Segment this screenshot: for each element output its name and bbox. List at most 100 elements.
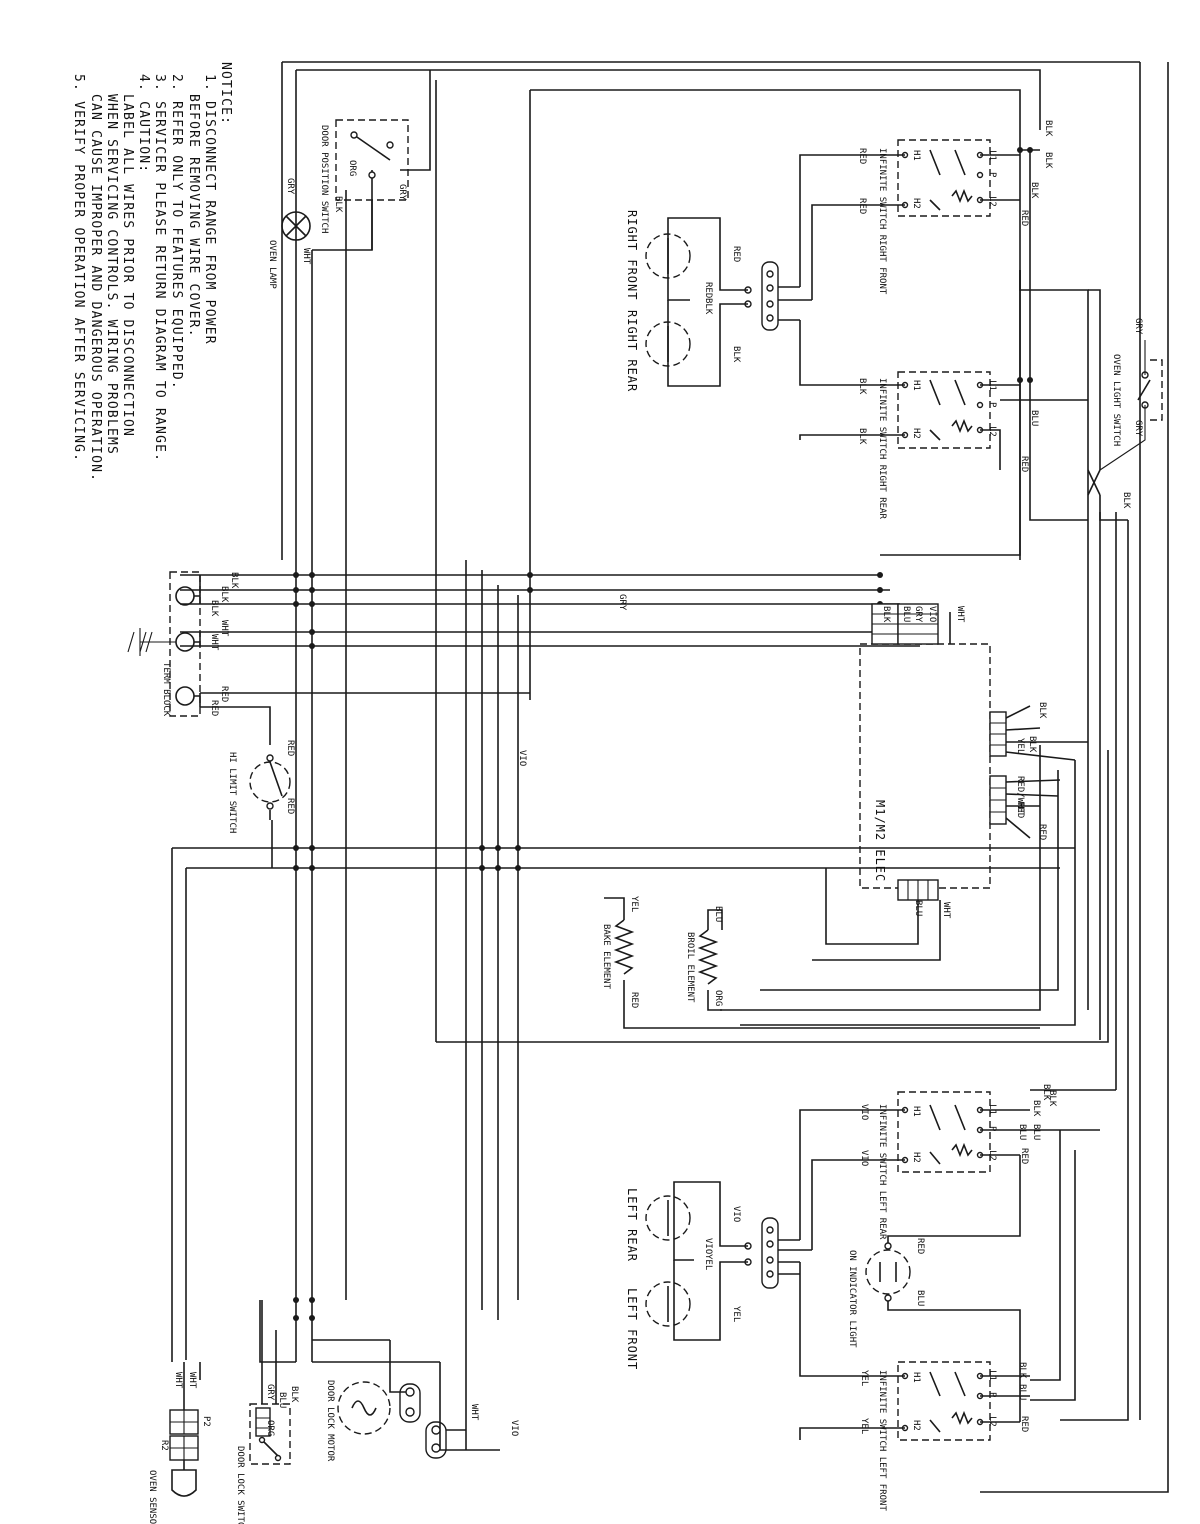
wire-label-red: RED	[209, 700, 219, 716]
right-rear-label: RIGHT REAR	[625, 310, 639, 392]
wire-label-gry: GRY	[265, 1384, 275, 1401]
wire-label-blk: BLK	[1043, 120, 1053, 137]
oven-sensor: P2 R2 OVEN SENSOR WHT WHT	[147, 1362, 211, 1524]
term-block: TERM BLOCK BLK BLK BLK WHT WHT RED RED	[127, 571, 239, 717]
wire-label-wht: WHT	[187, 1372, 197, 1389]
right-front-label: RIGHT FRONT	[625, 210, 639, 300]
wire-label-blk: BLK	[1047, 1090, 1057, 1107]
p2-label: P2	[201, 1416, 211, 1427]
infinite-switch-right-front: H1 H2 L1 L2 P INFINITE SWITCH RIGHT FRON…	[799, 120, 1053, 300]
door-lock-motor-label: DOOR LOCK MOTOR	[325, 1380, 335, 1462]
terminal-h1: H1	[911, 150, 921, 161]
wire-label-blu: BLU	[1031, 1124, 1041, 1140]
door-position-switch-label: DOOR POSITION SWITCH	[319, 125, 329, 233]
door-lock-motor: DOOR LOCK MOTOR WHT VIO	[325, 1340, 519, 1462]
terminal-h2: H2	[911, 198, 921, 209]
hi-limit-switch-label: HI LIMIT SWITCH	[227, 752, 237, 833]
notice-item: LABEL ALL WIRES PRIOR TO DISCONNECTION	[120, 94, 135, 437]
wire-label-org: ORG	[713, 990, 723, 1006]
wire-label-yel: YEL	[859, 1418, 869, 1434]
r2-label: R2	[159, 1440, 169, 1451]
wire-label-wht: WHT	[173, 1372, 183, 1389]
wire-label-blk: BLK	[1029, 182, 1039, 199]
wire-label-red: RED	[731, 246, 741, 262]
wire-label-blk: BLK	[1017, 1362, 1027, 1379]
terminal-h2: H2	[911, 428, 921, 439]
wire-label-blk: BLK	[1037, 702, 1047, 719]
bake-element-label: BAKE ELEMENT	[601, 924, 611, 990]
terminal-h1: H1	[911, 1106, 921, 1117]
wire-label-red: RED	[1015, 802, 1025, 818]
notice-item: CAN CAUSE IMPROPER AND DANGEROUS OPERATI…	[88, 94, 103, 482]
oven-light-switch: OVEN LIGHT SWITCH GRY GRY BLK	[1099, 318, 1163, 509]
wire-label-vio: VIO	[703, 1238, 713, 1254]
wire-label-gry: GRY	[1133, 318, 1143, 335]
bake-element: BAKE ELEMENT YEL RED	[601, 896, 1040, 1029]
wire-label-gry: GRY	[397, 184, 407, 201]
wire-label-gry: GRY	[913, 606, 923, 623]
wire-label-blk: BLK	[857, 428, 867, 445]
door-lock-switch-label: DOOR LOCK SWITCH	[235, 1446, 245, 1524]
wire-label-yel: YEL	[859, 1370, 869, 1386]
wire-label-org: ORG	[265, 1420, 275, 1436]
notice-item: 5. VERIFY PROPER OPERATION AFTER SERVICI…	[71, 74, 86, 462]
wire-label-vio: VIO	[517, 750, 527, 766]
on-indicator-light: ON INDICATOR LIGHT RED BLU	[847, 1155, 1021, 1422]
wire-label-red: RED	[629, 992, 639, 1008]
terminal-p: P	[987, 402, 997, 408]
left-surface-elements: LEFT REAR LEFT FRONT VIO VIO YEL YEL	[625, 1181, 812, 1370]
notice-item: WHEN SERVICING CONTROLS. WIRING PROBLEMS	[104, 94, 119, 455]
wire-label-blk: BLK	[219, 586, 229, 603]
oven-light-switch-label: OVEN LIGHT SWITCH	[1111, 354, 1121, 446]
notice-heading: NOTICE:	[218, 62, 233, 125]
infinite-switch-rf-label: INFINITE SWITCH RIGHT FRONT	[877, 148, 887, 295]
wire-label-red: RED	[1019, 456, 1029, 472]
wire-label-blk: BLK	[333, 196, 343, 213]
wire-label-red: RED	[857, 148, 867, 164]
wire-label-vio: VIO	[731, 1206, 741, 1222]
notice-block: NOTICE: 1. DISCONNECT RANGE FROM POWER B…	[71, 62, 233, 482]
wire-label-gry: GRY	[285, 178, 295, 195]
wire-label-blu: BLU	[1017, 1124, 1027, 1140]
wire-label-blu: BLU	[901, 606, 911, 622]
terminal-h2: H2	[911, 1152, 921, 1163]
wire-label-vio: VIO	[509, 1420, 519, 1436]
wire-label-blk: BLK	[881, 606, 891, 623]
terminal-p: P	[987, 172, 997, 178]
hi-limit-switch: HI LIMIT SWITCH RED RED	[227, 740, 295, 833]
wire-label-red: RED	[1019, 210, 1029, 226]
wire-label-blk: BLK	[1043, 152, 1053, 169]
term-block-label: TERM BLOCK	[161, 662, 171, 717]
door-lock-switch: DOOR LOCK SWITCH BLK BLU GRY ORG	[235, 1300, 299, 1524]
wire-label-blk: BLK	[1041, 1084, 1051, 1101]
wire-label-red: RED	[219, 686, 229, 702]
broil-element: BROIL ELEMENT BLU ORG	[685, 906, 723, 1011]
wire-label-org: ORG	[347, 160, 357, 176]
wire-label-red: RED	[285, 740, 295, 756]
wire-label-blk: BLK	[1031, 1100, 1041, 1117]
wire-label-blk: BLK	[1027, 736, 1037, 753]
wire-label-red: RED	[1019, 1148, 1029, 1164]
wire-label-yel: YEL	[629, 896, 639, 912]
wire-label-yel: YEL	[703, 1254, 713, 1270]
wire-label-blu: BLU	[713, 906, 723, 922]
wire-label-blk: BLK	[209, 600, 219, 617]
broil-element-label: BROIL ELEMENT	[685, 932, 695, 1003]
infinite-switch-right-rear: H1 H2 L1 L2 P INFINITE SWITCH RIGHT REAR…	[799, 320, 1039, 519]
wire-label-gry: GRY	[1133, 420, 1143, 437]
infinite-switch-rr-label: INFINITE SWITCH RIGHT REAR	[877, 378, 887, 519]
right-surface-elements: RIGHT FRONT RIGHT REAR RED RED BLK BLK	[625, 210, 812, 392]
wire-label-yel: YEL	[731, 1306, 741, 1322]
wire-label-blu: BLU	[277, 1392, 287, 1408]
wire-label-wht: WHT	[941, 902, 951, 919]
oven-lamp-label: OVEN LAMP	[267, 240, 277, 289]
junction-dots	[293, 147, 1033, 1321]
elec-control: M1/M2 ELEC BLK BLU GRY VIO WHT BLK YEL B…	[812, 603, 1088, 961]
terminal-h1: H1	[911, 1372, 921, 1383]
wire-label-blu: BLU	[913, 900, 923, 916]
wire-label-blk: BLK	[289, 1386, 299, 1403]
infinite-switch-lr-label: INFINITE SWITCH LEFT REAR	[877, 1104, 887, 1240]
wire-label-vio: VIO	[859, 1150, 869, 1166]
terminal-h2: H2	[911, 1420, 921, 1431]
notice-item: 4. CAUTION:	[136, 74, 151, 173]
